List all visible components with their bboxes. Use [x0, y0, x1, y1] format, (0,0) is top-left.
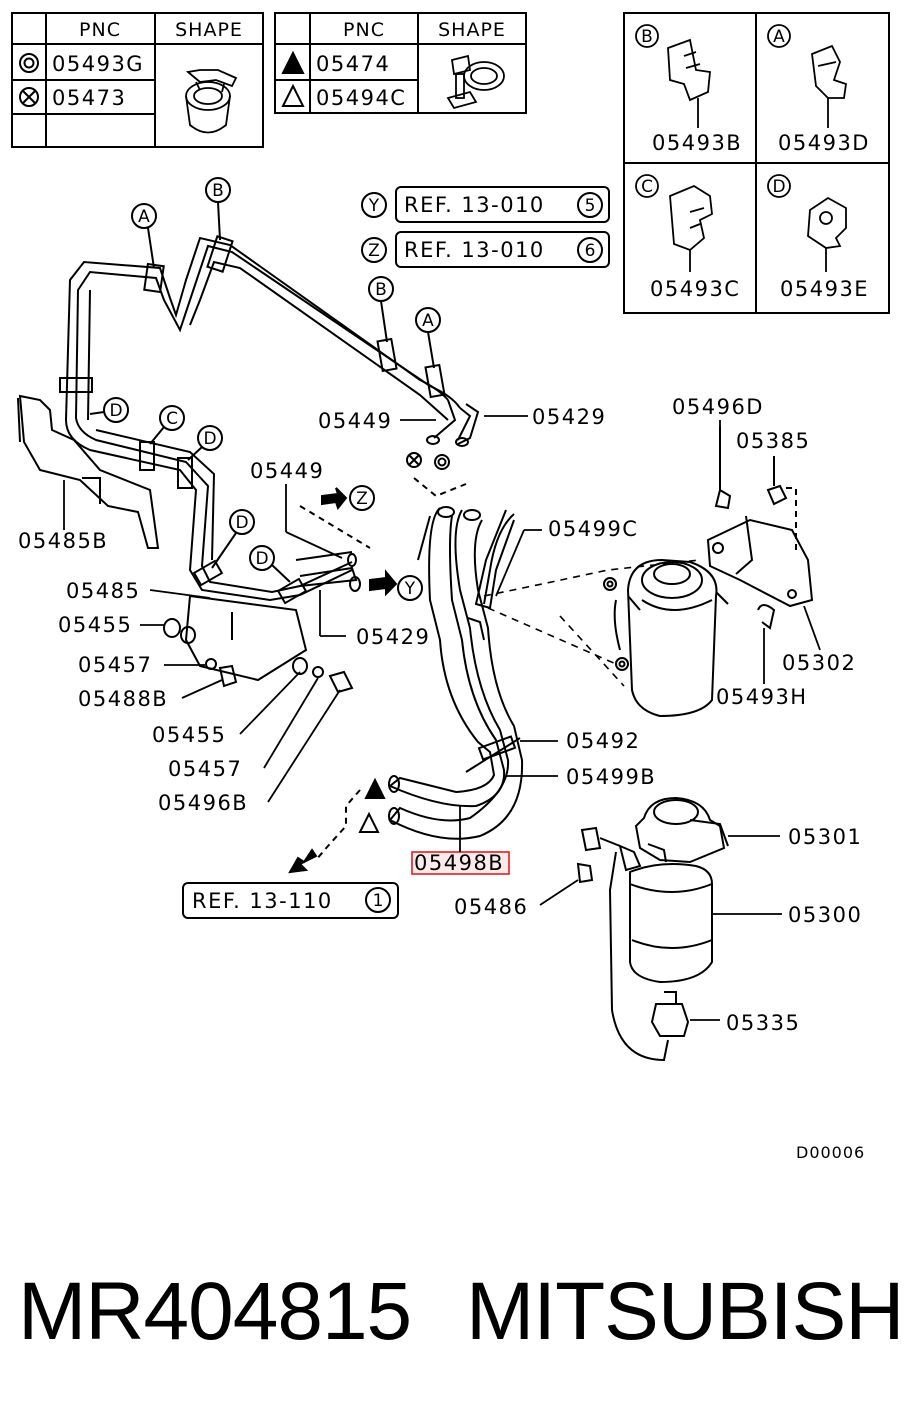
label-05455-lower: 05455: [152, 723, 226, 747]
ref-lower-num: 1: [373, 891, 384, 911]
footer: MR404815 MITSUBISHI: [0, 1262, 909, 1372]
leader-lines: [63, 415, 821, 1021]
fuel-filter-upper: [603, 558, 729, 718]
arrow-to-y: Y: [369, 569, 423, 601]
clip-a-letter: A: [773, 27, 785, 47]
callout-b-2: B: [375, 280, 387, 300]
part-labels: 05449 05429 05449 05429 05485B 05485 054…: [18, 395, 865, 1162]
callout-c-1: C: [166, 409, 178, 429]
clip-c-icon: [635, 174, 713, 272]
clip-a-icon: [767, 24, 847, 128]
label-05492: 05492: [566, 729, 640, 753]
diagram-code: D00006: [796, 1143, 865, 1162]
label-05496b: 05496B: [158, 791, 248, 815]
line-callouts: A B B A D C D D D: [89, 177, 441, 583]
clip-reference-table: B 05493B A 05493D C 05493C D 05493E: [623, 12, 890, 314]
legend-table-left: PNC SHAPE 05493G 05473: [11, 12, 264, 148]
triangle-markers: [288, 777, 386, 874]
legend-left-header-pnc: PNC: [79, 19, 121, 41]
fuel-filter-lower: [576, 796, 729, 1062]
clip-b-letter: B: [641, 27, 653, 47]
ref-z-num: 6: [585, 241, 596, 261]
open-triangle-icon: [281, 83, 305, 107]
ref-y-num: 5: [585, 196, 596, 216]
ref-lower-text: REF. 13-110: [192, 889, 333, 913]
ref-z-text: REF. 13-010: [404, 238, 545, 262]
label-05300: 05300: [788, 903, 862, 927]
part-number: MR404815: [18, 1266, 412, 1357]
label-05429-top: 05429: [532, 405, 606, 429]
label-05302: 05302: [782, 651, 856, 675]
label-05498b: 05498B: [414, 851, 504, 875]
legend-left-pnc-1: 05493G: [52, 52, 144, 76]
ref-y-marker: Y: [368, 196, 380, 216]
clip-d-pnc: 05493E: [780, 277, 869, 301]
callout-d-4: D: [255, 549, 268, 569]
label-05457-lower: 05457: [168, 757, 242, 781]
label-05496d: 05496D: [672, 395, 764, 419]
callout-d-1: D: [109, 401, 122, 421]
arrow-to-z: Z: [299, 485, 375, 549]
legend-mid-header-pnc: PNC: [343, 19, 385, 41]
ref-z-marker: Z: [368, 241, 380, 261]
label-05457-left: 05457: [78, 653, 152, 677]
clip-c-letter: C: [641, 177, 653, 197]
clamp-band-shape-icon: [446, 54, 505, 110]
clamp-symbols-top: [406, 452, 467, 498]
hose-clamp-shape-icon: [185, 69, 238, 134]
bracket-05485b: [17, 394, 160, 549]
parts-diagram: PNC SHAPE 05493G 05473 PNC SHAPE 05474 0…: [11, 12, 890, 1162]
callout-b-1: B: [212, 181, 224, 201]
clip-d-icon: [767, 174, 847, 272]
legend-mid-pnc-1: 05474: [316, 52, 390, 76]
dashed-guides: [483, 559, 701, 687]
callout-a-2: A: [422, 311, 434, 331]
label-05486: 05486: [454, 895, 528, 919]
legend-left-header-shape: SHAPE: [175, 19, 243, 41]
label-05449-top: 05449: [318, 409, 392, 433]
legend-mid-pnc-2: 05494C: [316, 86, 406, 110]
clip-c-pnc: 05493C: [650, 277, 740, 301]
ref-z-box: Z REF. 13-010 6: [361, 231, 610, 268]
bracket-05485: [184, 594, 308, 682]
label-05385: 05385: [736, 429, 810, 453]
ref-y-text: REF. 13-010: [404, 193, 545, 217]
callout-d-2: D: [203, 429, 216, 449]
ref-y-box: Y REF. 13-010 5: [361, 186, 610, 223]
filled-triangle-icon: [281, 50, 305, 74]
callout-y: Y: [404, 579, 416, 599]
label-05429-mid: 05429: [356, 625, 430, 649]
brand-name: MITSUBISHI: [466, 1266, 909, 1357]
legend-mid-header-shape: SHAPE: [438, 19, 506, 41]
legend-table-mid: PNC SHAPE 05474 05494C: [274, 12, 527, 114]
label-05335: 05335: [726, 1011, 800, 1035]
callout-d-3: D: [235, 513, 248, 533]
double-circle-icon: [19, 53, 39, 73]
label-05499b: 05499B: [566, 765, 656, 789]
legend-left-pnc-2: 05473: [52, 86, 126, 110]
clip-a-pnc: 05493D: [778, 131, 870, 155]
label-05449-mid: 05449: [250, 459, 324, 483]
circle-x-icon: [19, 87, 39, 107]
fastener-group-left: [163, 618, 354, 694]
clip-b-pnc: 05493B: [652, 131, 742, 155]
callout-a-1: A: [138, 207, 150, 227]
label-05301: 05301: [788, 825, 862, 849]
label-05485: 05485: [66, 579, 140, 603]
hose-assembly-middle: [388, 506, 524, 840]
label-05499c: 05499C: [548, 517, 638, 541]
label-05485b: 05485B: [18, 529, 108, 553]
callout-z: Z: [356, 489, 368, 509]
fuel-line-assembly: [59, 235, 480, 605]
clip-b-icon: [635, 24, 711, 128]
clip-d-letter: D: [772, 177, 785, 197]
ref-lower-box: REF. 13-110 1: [182, 882, 399, 919]
label-05488b: 05488B: [78, 687, 168, 711]
label-05455-left: 05455: [58, 613, 132, 637]
label-05493h: 05493H: [716, 685, 808, 709]
filter-bracket-05302: [706, 426, 814, 630]
